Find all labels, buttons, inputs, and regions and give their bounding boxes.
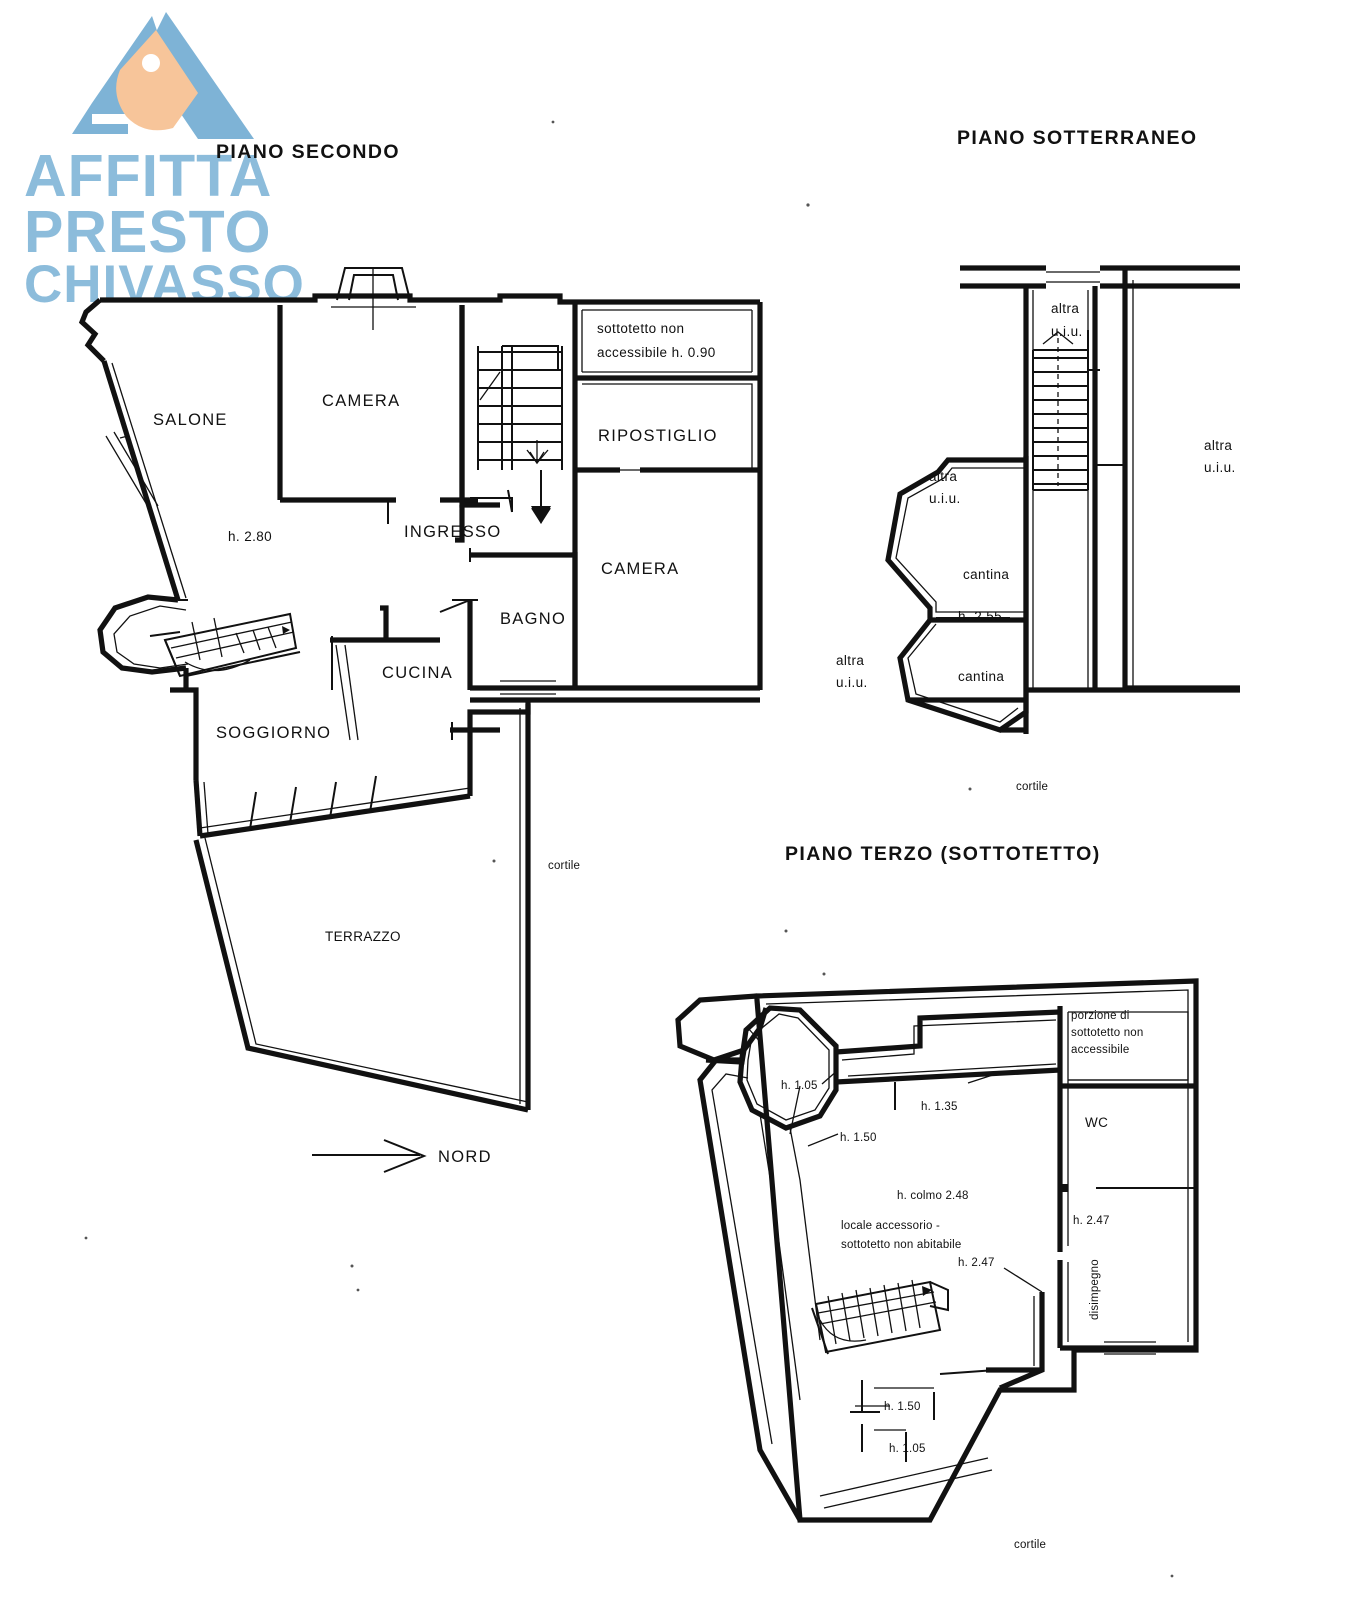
basement-other-unit-top-2: u.i.u.	[1051, 324, 1083, 339]
attic-height-135: h. 1.35	[921, 1101, 958, 1113]
attic-hallway-label: disimpegno	[1089, 1259, 1101, 1320]
room-label-camera-1: CAMERA	[322, 392, 400, 410]
floor-title-third: PIANO TERZO (SOTTOTETTO)	[785, 843, 1101, 865]
attic-height-150-top: h. 1.50	[840, 1132, 877, 1144]
basement-other-unit-right-2: u.i.u.	[1204, 460, 1236, 475]
brand-line-2: PRESTO	[24, 199, 272, 266]
basement-cellar-2: cantina	[958, 669, 1004, 684]
attic-inaccessible-line-2: sottotetto non	[1071, 1027, 1144, 1039]
attic-courtyard-label: cortile	[1014, 1539, 1046, 1551]
room-label-camera-2: CAMERA	[601, 560, 679, 578]
second-floor-courtyard-label: cortile	[548, 860, 580, 872]
basement-other-unit-top-1: altra	[1051, 301, 1079, 316]
floor-title-second: PIANO SECONDO	[216, 141, 400, 163]
attic-ridge-height: h. colmo 2.48	[897, 1190, 969, 1202]
room-label-ingresso: INGRESSO	[404, 523, 502, 541]
room-label-soggiorno: SOGGIORNO	[216, 724, 331, 742]
room-label-cucina: CUCINA	[382, 664, 453, 682]
floor-title-basement: PIANO SOTTERRANEO	[957, 127, 1198, 149]
basement-cellar-1: cantina	[963, 567, 1009, 582]
basement-other-unit-left-1: altra	[929, 469, 957, 484]
attic-inaccessible-line-3: accessibile	[1071, 1044, 1129, 1056]
attic-height-105-top: h. 1.05	[781, 1080, 818, 1092]
attic-note-line-1: sottotetto non	[597, 321, 684, 336]
basement-other-unit-bottomleft-2: u.i.u.	[836, 675, 868, 690]
basement-courtyard-label: cortile	[1016, 781, 1048, 793]
attic-note-line-2: accessibile h. 0.90	[597, 345, 716, 360]
brand-line-3: CHIVASSO	[24, 255, 305, 315]
attic-hall-height: h. 2.47	[958, 1257, 995, 1269]
room-label-salone: SALONE	[153, 411, 228, 429]
attic-wc-label: WC	[1085, 1115, 1108, 1130]
third-floor-plan: h. 1.05 h. 1.35 h. 1.50 h. colmo 2.48 lo…	[675, 978, 1199, 1551]
house-roof-logo-icon	[72, 12, 254, 139]
basement-other-unit-bottomleft-1: altra	[836, 653, 864, 668]
brand-wordmark: AFFITTA PRESTO CHIVASSO	[24, 147, 309, 315]
basement-plan: altra u.i.u. altra u.i.u. altra u.i.u. a…	[836, 265, 1240, 793]
compass-nord: NORD	[312, 1139, 492, 1173]
basement-other-unit-left-2: u.i.u.	[929, 491, 961, 506]
second-floor-ceiling-height: h. 2.80	[228, 529, 272, 544]
basement-other-unit-right-1: altra	[1204, 438, 1232, 453]
attic-accessory-line-2: sottotetto non abitabile	[841, 1239, 962, 1251]
attic-height-150-bottom: h. 1.50	[884, 1401, 921, 1413]
second-floor-plan: SALONE CAMERA INGRESSO RIPOSTIGLIO CAMER…	[78, 267, 763, 1173]
attic-height-105-bottom: h. 1.05	[889, 1443, 926, 1455]
basement-ceiling-height: h. 2.55	[958, 609, 1002, 624]
room-label-terrazzo: TERRAZZO	[325, 929, 401, 944]
attic-wc-height: h. 2.47	[1073, 1215, 1110, 1227]
attic-accessory-line-1: locale accessorio -	[841, 1220, 940, 1232]
brand-watermark: AFFITTA PRESTO CHIVASSO	[18, 8, 308, 338]
room-label-bagno: BAGNO	[500, 610, 566, 628]
compass-label: NORD	[438, 1148, 492, 1166]
room-label-ripostiglio: RIPOSTIGLIO	[598, 427, 718, 445]
attic-inaccessible-line-1: porzione di	[1071, 1010, 1129, 1022]
